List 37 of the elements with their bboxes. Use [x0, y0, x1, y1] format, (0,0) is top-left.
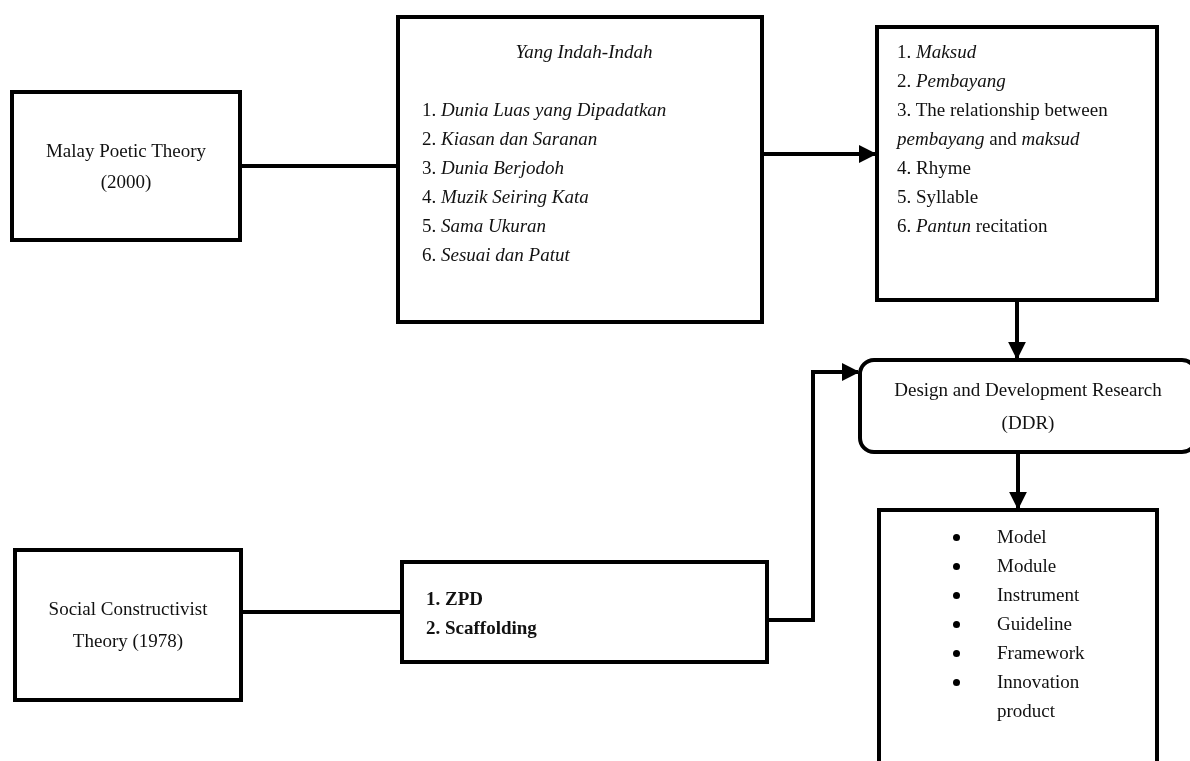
list-item: 6. Sesuai dan Patut	[422, 243, 571, 267]
list-item: Innovation product	[911, 667, 1137, 725]
list-item: 3. The relationship between pembayang and maksud	[897, 98, 1109, 151]
box-label: Social Constructivist Theory (1978)	[47, 597, 209, 653]
process-box	[858, 358, 1190, 454]
list-item: 5. Syllable	[897, 185, 980, 209]
list-item: Framework	[911, 638, 1137, 667]
list-item: 2. Kiasan dan Saranan	[422, 127, 599, 151]
connector-line	[243, 610, 400, 614]
arrow	[764, 145, 877, 163]
list-item: 5. Sama Ukuran	[422, 214, 548, 238]
list-item: 2. Pembayang	[897, 69, 1007, 93]
list-item: 2. Scaffolding	[426, 616, 538, 640]
concept-box	[400, 560, 769, 664]
arrow	[1009, 454, 1027, 510]
list-item: Guideline	[911, 609, 1137, 638]
list-item: 4. Muzik Seiring Kata	[422, 185, 590, 209]
list-item: 1. Maksud	[897, 40, 978, 64]
list-item: Model	[911, 522, 1137, 551]
list-item: 3. Dunia Berjodoh	[422, 156, 565, 180]
box-label: Malay Poetic Theory (2000)	[44, 139, 208, 194]
list-item: 6. Pantun recitation	[897, 214, 1049, 238]
arrow	[1008, 302, 1026, 360]
connector-line	[242, 164, 396, 168]
list-item: 1. ZPD	[426, 587, 484, 611]
list-item: Module	[911, 551, 1137, 580]
box-label: Design and Development Research (DDR)	[893, 378, 1163, 435]
list-item: Instrument	[911, 580, 1137, 609]
list-item: 1. Dunia Luas yang Dipadatkan	[422, 98, 668, 122]
theory-box	[10, 90, 242, 242]
list-item: 4. Rhyme	[897, 156, 972, 180]
output-box	[877, 508, 1159, 761]
box-heading: Yang Indah-Indah	[514, 40, 654, 64]
element-box	[875, 25, 1159, 302]
arrow	[769, 363, 860, 622]
theory-box	[13, 548, 243, 702]
concept-box	[396, 15, 764, 324]
